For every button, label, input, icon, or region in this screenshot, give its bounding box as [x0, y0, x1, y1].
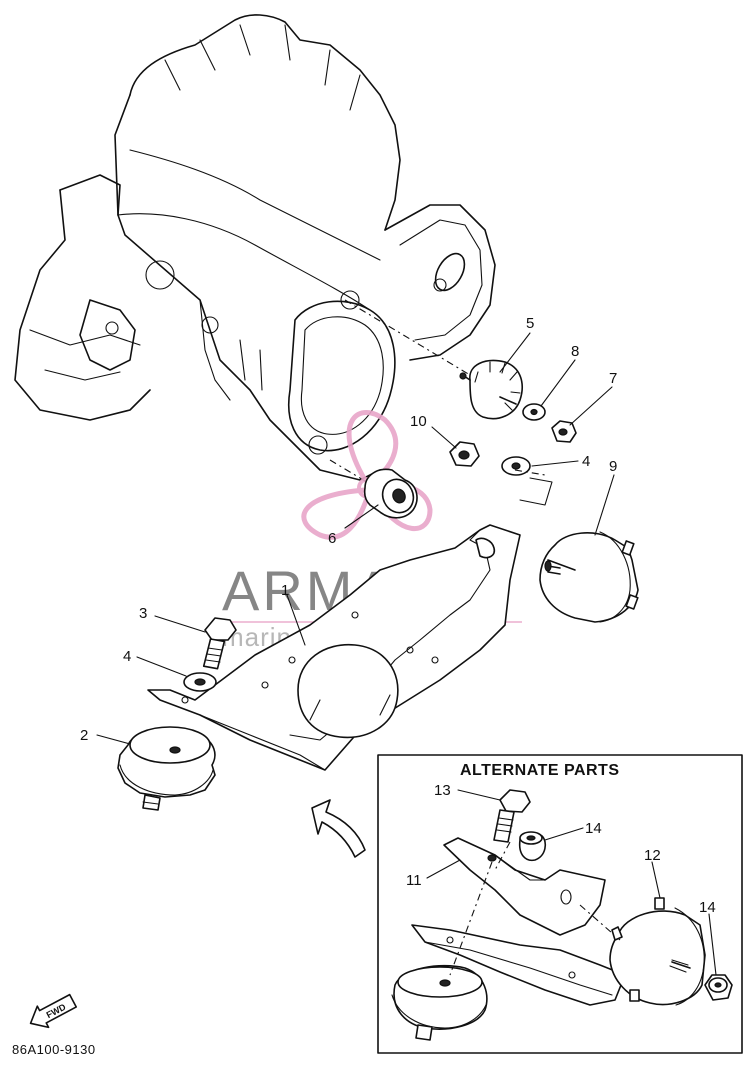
part-1-bracket	[147, 469, 553, 771]
part-11-bracket	[411, 837, 626, 1006]
callout-13: 13	[434, 782, 451, 799]
fwd-arrow-icon	[29, 993, 78, 1029]
part-13-bolt	[493, 789, 531, 843]
leader-3	[154, 615, 206, 633]
callout-4-lower: 4	[123, 648, 131, 665]
leader-engine-to-5	[344, 299, 471, 376]
part-14-spacer-upper	[518, 831, 547, 862]
fwd-arrow-badge: FWD	[29, 993, 78, 1029]
part-14-nut-right	[704, 974, 733, 1001]
alternate-parts-inset: ALTERNATE PARTS	[377, 754, 743, 1054]
drawing-code: 86A100-9130	[12, 1042, 96, 1057]
inset-rubber-mount	[391, 841, 511, 1041]
leader-5	[499, 332, 531, 373]
part-10-nut	[449, 441, 480, 467]
part-7-nut	[551, 420, 577, 443]
leader-4-upper	[531, 460, 579, 467]
callout-leaders	[96, 332, 717, 976]
leader-14-right	[708, 913, 717, 976]
leader-14-upper	[544, 827, 584, 841]
part-2-rubber-mount	[117, 726, 216, 811]
leader-8	[540, 359, 576, 407]
callout-3: 3	[139, 605, 147, 622]
callout-5: 5	[526, 315, 534, 332]
leader-4-lower	[136, 656, 187, 677]
leader-10	[431, 426, 457, 449]
part-5-fitting	[459, 359, 523, 420]
leader-11	[426, 859, 461, 879]
leader-6	[344, 504, 379, 529]
leader-7	[569, 386, 613, 426]
part-8-hole	[530, 408, 538, 416]
part-12-rubber-mount	[579, 897, 706, 1006]
direction-arrow	[311, 799, 366, 858]
callout-14-upper: 14	[585, 820, 602, 837]
callout-4-upper: 4	[582, 453, 590, 470]
inset-title: ALTERNATE PARTS	[460, 762, 620, 779]
callout-14-right: 14	[699, 899, 716, 916]
callout-2: 2	[80, 727, 88, 744]
callout-12: 12	[644, 847, 661, 864]
inset-frame	[377, 754, 743, 1054]
leader-1	[286, 594, 306, 646]
engine-block	[14, 14, 496, 481]
leader-9	[594, 474, 615, 536]
callout-8: 8	[571, 343, 579, 360]
leader-12	[651, 861, 661, 899]
leader-engine-to-6	[329, 459, 381, 491]
part-4-lower-hole	[194, 678, 206, 686]
callout-7: 7	[609, 370, 617, 387]
callout-6: 6	[328, 530, 336, 547]
callout-10: 10	[410, 413, 427, 430]
callout-11: 11	[406, 872, 422, 889]
part-6-bushing	[363, 468, 418, 519]
propeller-logo	[301, 410, 433, 540]
part-3-bolt	[202, 617, 237, 670]
leader-2	[96, 734, 131, 745]
part-9-rubber-mount	[539, 531, 639, 623]
callout-1: 1	[281, 582, 289, 599]
leader-13	[457, 789, 501, 801]
callout-numbers: 5 8 7 10 4 9 6 1 3 4 2 13 14 11 12 14	[80, 315, 716, 916]
part-4-upper-hole	[511, 462, 521, 470]
callout-9: 9	[609, 458, 617, 475]
